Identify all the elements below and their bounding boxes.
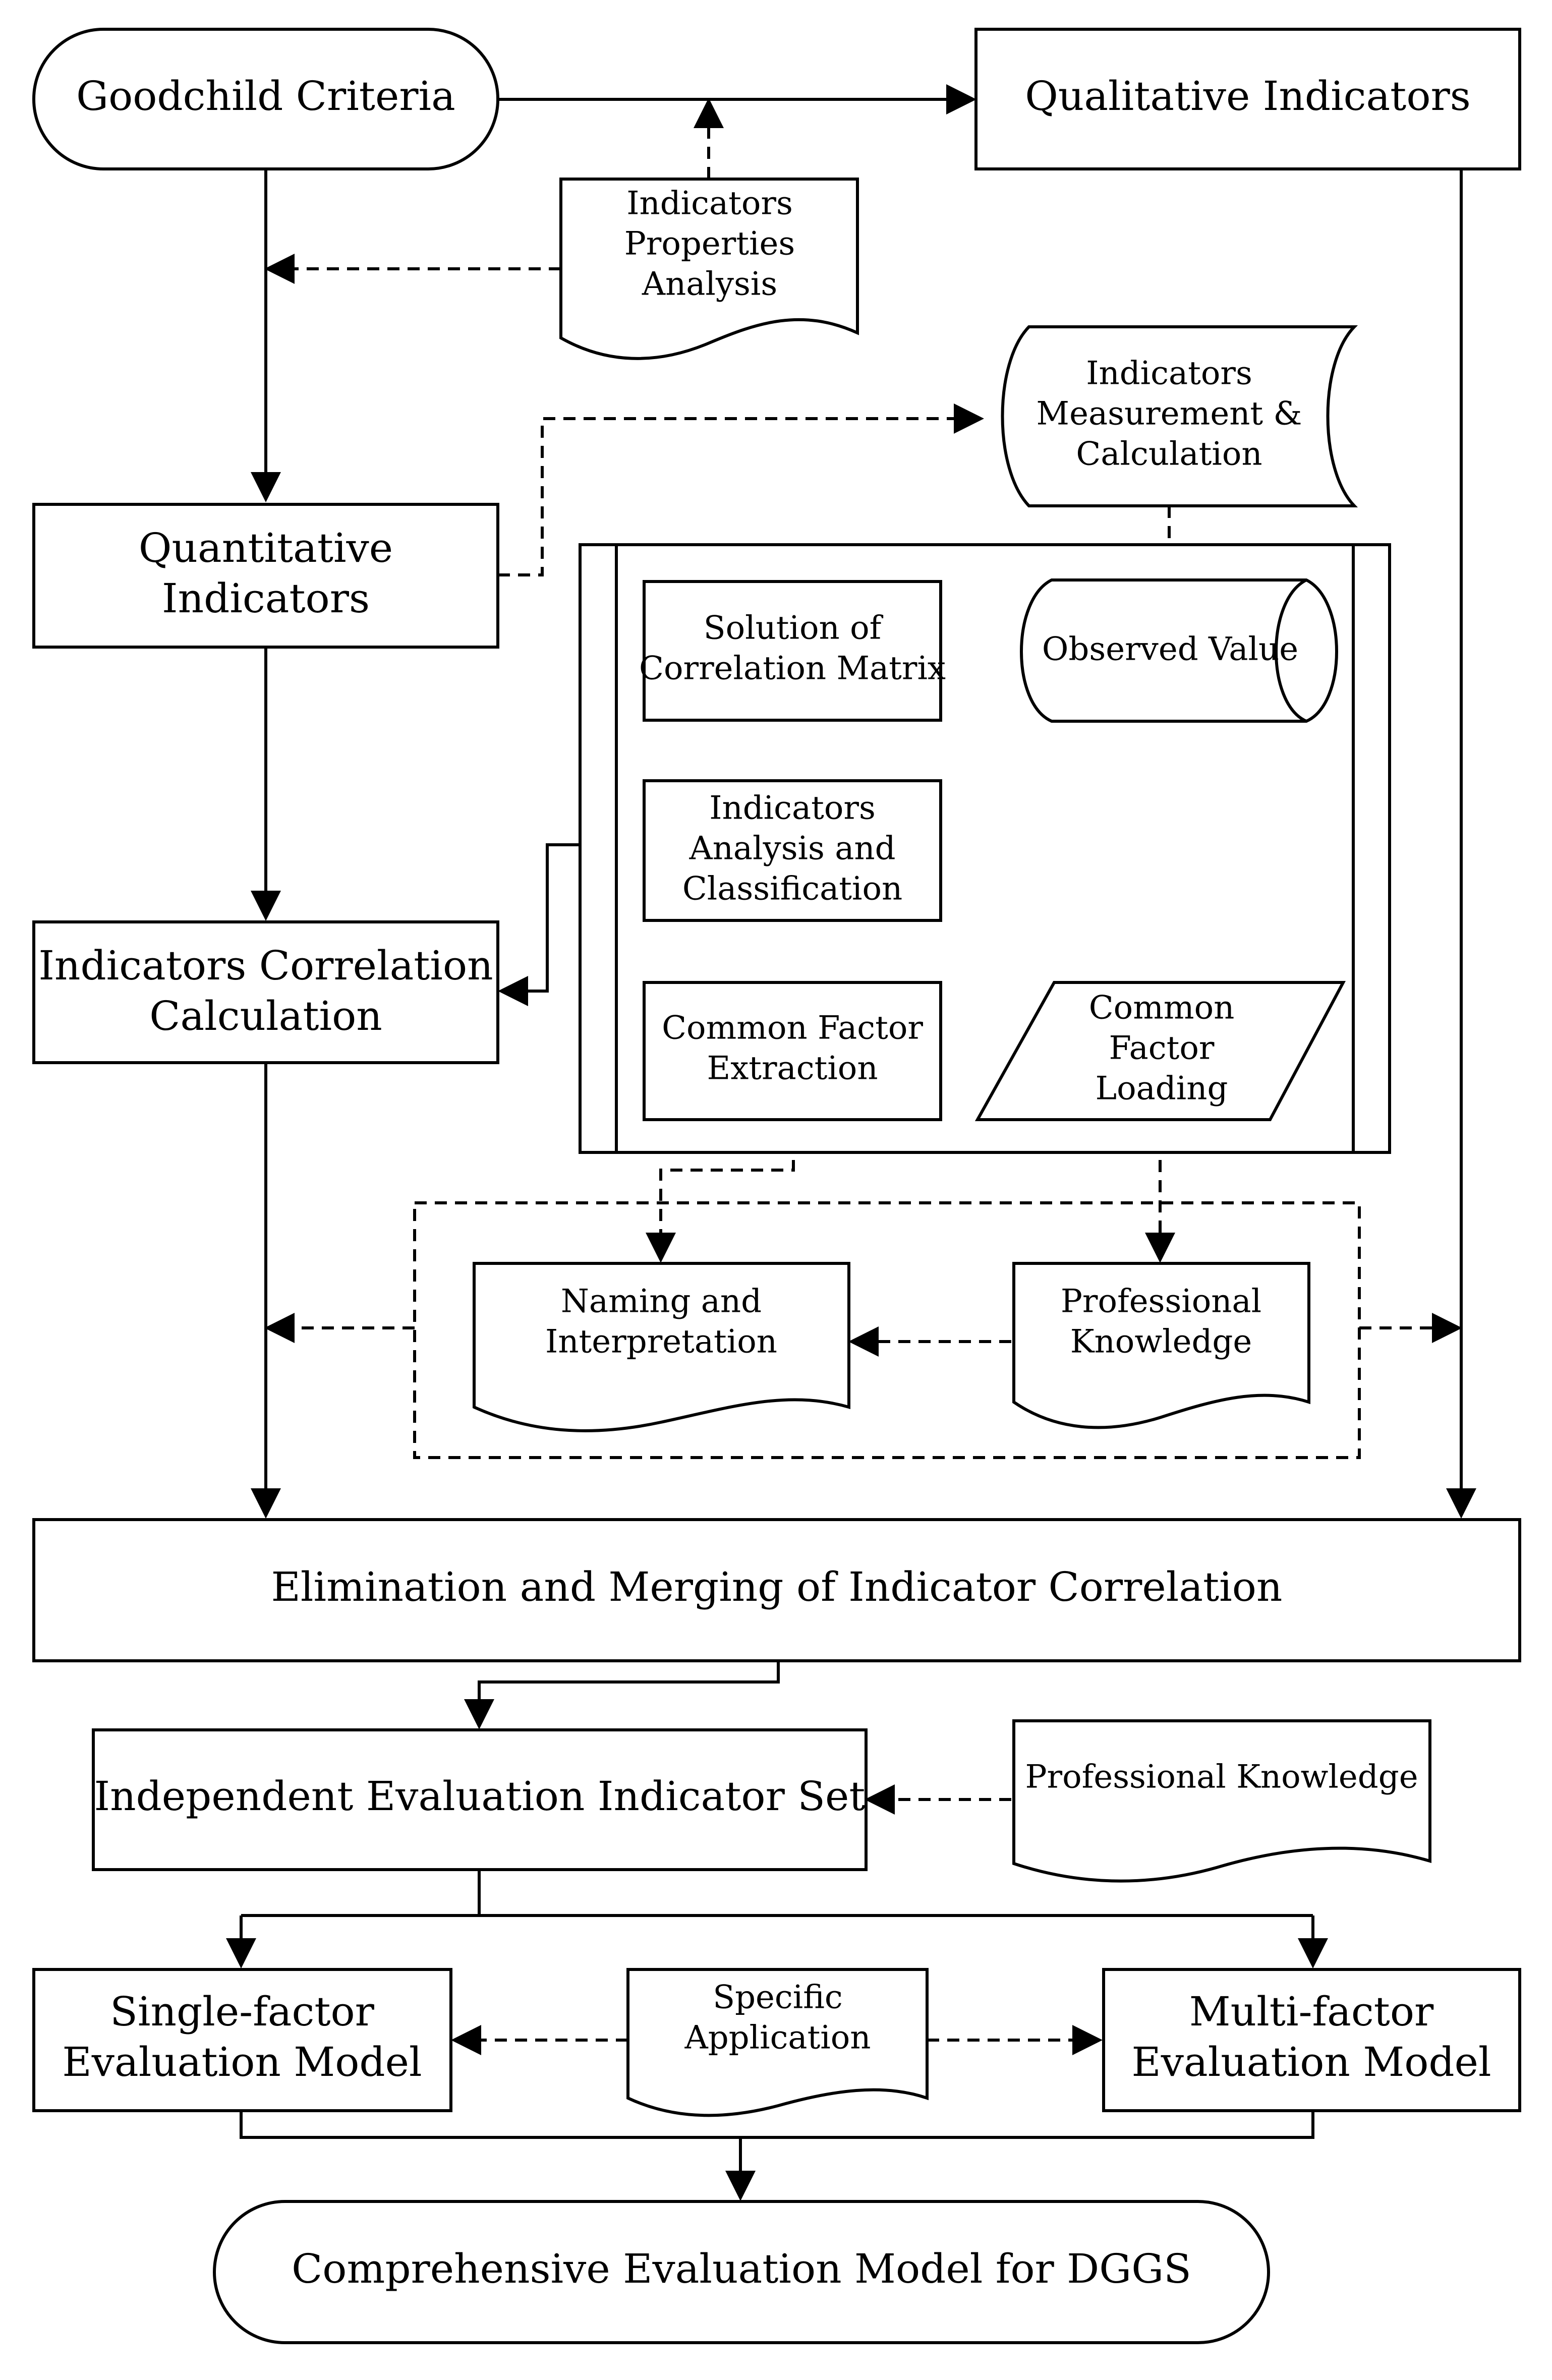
specific-application-node: Specific Application [626, 1968, 929, 2117]
independent-set-label: Independent Evaluation Indicator Set [94, 1773, 865, 1820]
dashed-arrow-quantitative-to-measurement [498, 403, 984, 576]
classification-line-2: Analysis and [688, 830, 895, 867]
multi-factor-model-node: Multi-factor Evaluation Model [1102, 1968, 1521, 2112]
single-factor-line-1: Single-factor [110, 1988, 375, 2035]
single-factor-model-node: Single-factor Evaluation Model [32, 1968, 452, 2112]
observed-value-node: Observed Value [1020, 578, 1338, 723]
indicators-properties-analysis-node: Indicators Properties Analysis [559, 178, 859, 360]
correlation-matrix-node: Solution of Correlation Matrix [639, 580, 946, 722]
factor-extraction-node: Common Factor Extraction [643, 981, 942, 1121]
line-models-merge [240, 2111, 1314, 2139]
arrow-container-to-correlation-calc [498, 843, 580, 1006]
correlation-calc-line-1: Indicators Correlation [38, 942, 493, 989]
connectors [226, 84, 1476, 2201]
qualitative-indicators-node: Qualitative Indicators [974, 28, 1521, 170]
naming-line-2: Interpretation [545, 1323, 777, 1361]
goodchild-criteria-node: Goodchild Criteria [32, 28, 499, 170]
properties-analysis-line-1: Indicators [626, 185, 793, 222]
naming-line-1: Naming and [561, 1283, 762, 1320]
multi-factor-line-1: Multi-factor [1189, 1988, 1434, 2035]
extraction-line-2: Extraction [707, 1050, 878, 1087]
elimination-merging-node: Elimination and Merging of Indicator Cor… [32, 1518, 1521, 1662]
properties-analysis-line-3: Analysis [642, 266, 777, 303]
measurement-line-1: Indicators [1086, 355, 1252, 392]
goodchild-criteria-label: Goodchild Criteria [76, 73, 455, 120]
single-factor-line-2: Evaluation Model [62, 2039, 422, 2085]
arrow-elimination-to-independent [464, 1661, 780, 1729]
application-line-1: Specific [713, 1979, 843, 2016]
measurement-line-3: Calculation [1076, 436, 1262, 473]
professional-knowledge-outer-node: Professional Knowledge [1012, 1719, 1431, 1883]
outer-knowledge-label: Professional Knowledge [1025, 1759, 1418, 1796]
elimination-merging-label: Elimination and Merging of Indicator Cor… [271, 1563, 1283, 1610]
extraction-line-1: Common Factor [662, 1010, 923, 1047]
multi-factor-line-2: Evaluation Model [1131, 2039, 1491, 2085]
quantitative-indicators-node: Quantitative Indicators [32, 503, 499, 649]
classification-line-3: Classification [682, 870, 902, 908]
classification-line-1: Indicators [709, 790, 876, 827]
independent-indicator-set-node: Independent Evaluation Indicator Set [92, 1728, 868, 1871]
interpretation-group-box [413, 1201, 1361, 1459]
correlation-calculation-node: Indicators Correlation Calculation [32, 920, 499, 1064]
professional-knowledge-inner-node: Professional Knowledge [1012, 1262, 1310, 1429]
qualitative-indicators-label: Qualitative Indicators [1025, 73, 1471, 120]
comprehensive-model-label: Comprehensive Evaluation Model for DGGS [292, 2245, 1191, 2292]
loading-line-2: Factor [1109, 1030, 1215, 1067]
naming-interpretation-node: Naming and Interpretation [473, 1262, 850, 1432]
properties-analysis-line-2: Properties [624, 225, 795, 263]
correlation-calc-line-2: Calculation [149, 993, 382, 1039]
measurement-line-2: Measurement & [1037, 395, 1302, 433]
quantitative-line-1: Quantitative [139, 525, 393, 571]
inner-knowledge-line-1: Professional [1061, 1283, 1261, 1320]
quantitative-line-2: Indicators [162, 575, 370, 622]
inner-knowledge-line-2: Knowledge [1070, 1323, 1252, 1361]
analysis-classification-node: Indicators Analysis and Classification [643, 779, 942, 922]
factor-loading-node: Common Factor Loading [974, 981, 1346, 1121]
comprehensive-model-node: Comprehensive Evaluation Model for DGGS [213, 2200, 1270, 2344]
application-line-2: Application [684, 2019, 871, 2057]
indicators-measurement-node: Indicators Measurement & Calculation [1001, 325, 1358, 507]
loading-line-1: Common [1089, 990, 1235, 1027]
correlation-matrix-line-2: Correlation Matrix [639, 650, 946, 687]
correlation-matrix-line-1: Solution of [704, 610, 884, 647]
observed-value-label: Observed Value [1042, 631, 1298, 668]
loading-line-3: Loading [1096, 1070, 1228, 1108]
